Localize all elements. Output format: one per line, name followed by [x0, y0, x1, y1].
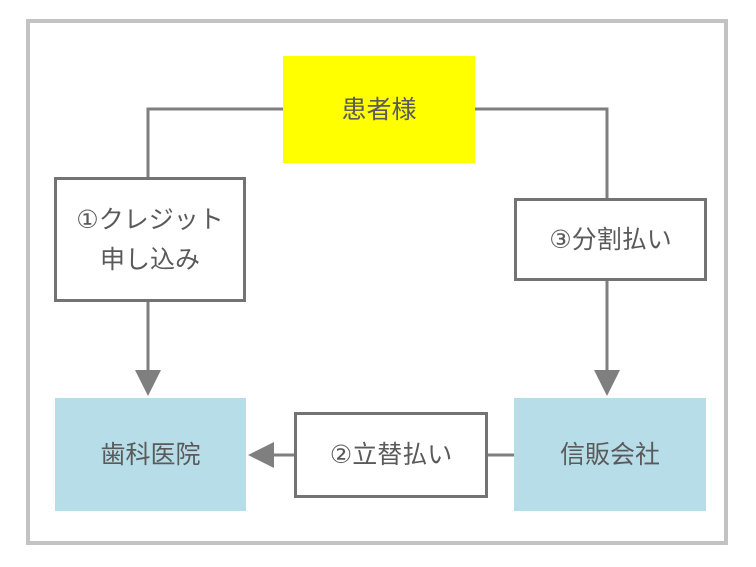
- clinic-label: 歯科医院: [100, 439, 201, 469]
- arrow-left-clinic-icon: [248, 442, 274, 468]
- step3-label: ③分割払い: [549, 224, 672, 254]
- arrow-down-clinic-icon: [135, 370, 161, 396]
- clinic-node: 歯科医院: [55, 398, 246, 511]
- arrow-down-credit-icon: [594, 370, 620, 396]
- step2-advance-payment-box: ②立替払い: [294, 412, 488, 498]
- step3-installment-box: ③分割払い: [514, 198, 707, 281]
- step2-label: ②立替払い: [329, 440, 453, 469]
- credit-company-node: 信販会社: [514, 398, 706, 511]
- patient-label: 患者様: [341, 94, 417, 124]
- credit-company-label: 信販会社: [559, 439, 660, 469]
- step1-label-line1: ①クレジット: [76, 204, 224, 234]
- connector-patient-to-credit: [475, 107, 609, 198]
- step1-label-line2: 申し込み: [99, 244, 200, 274]
- step1-credit-application-box: ①クレジット 申し込み: [54, 177, 246, 302]
- connector-patient-to-clinic: [146, 107, 283, 177]
- patient-node: 患者様: [283, 56, 475, 163]
